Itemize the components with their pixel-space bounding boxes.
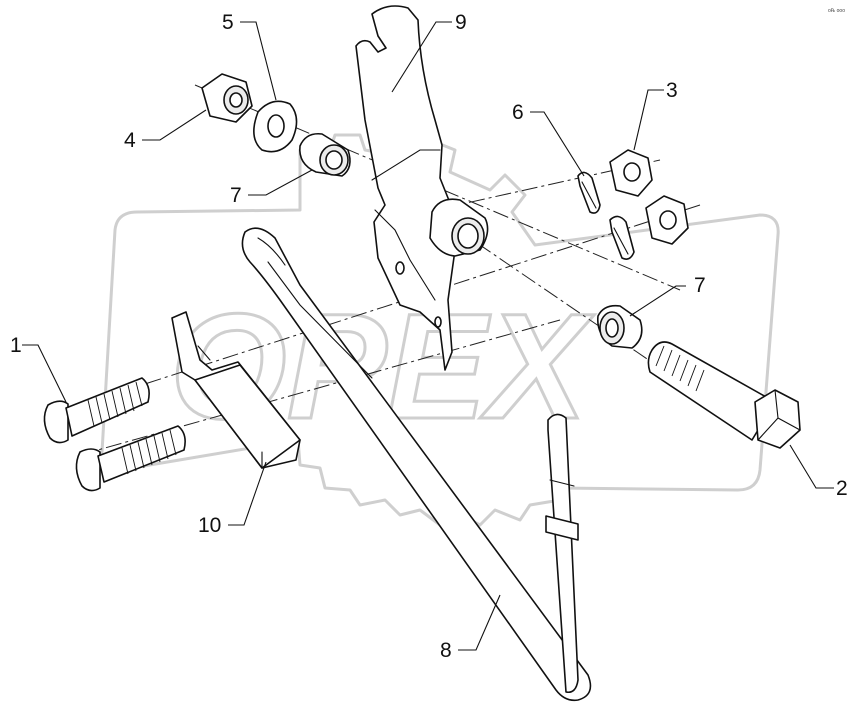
leader-9 bbox=[391, 21, 452, 93]
washer-6-upper-body bbox=[577, 171, 601, 214]
leader-2 bbox=[789, 444, 834, 489]
bracket-sleeve-bore bbox=[457, 223, 479, 249]
bolt-upper-threads bbox=[87, 381, 143, 427]
callout-9: 9 bbox=[455, 11, 467, 34]
callout-3: 3 bbox=[666, 79, 678, 102]
part-4-lock-nut bbox=[201, 73, 253, 123]
bolt-upper-shank bbox=[65, 377, 150, 437]
washer-5-hole bbox=[267, 114, 285, 138]
bracket-hole-lower bbox=[434, 316, 442, 328]
plate-front-face bbox=[194, 364, 301, 469]
leader-5 bbox=[240, 21, 277, 101]
hex-bolt-head-edges bbox=[757, 389, 801, 441]
part-10-plate bbox=[171, 311, 301, 469]
washer-6-lower-body bbox=[609, 215, 635, 260]
plate-slot-line bbox=[197, 345, 211, 361]
rod-long-arm bbox=[241, 227, 592, 702]
bracket-edge-line bbox=[371, 149, 441, 181]
part-3-hex-nut-upper bbox=[609, 149, 653, 197]
corner-code: o℞ ooo bbox=[828, 8, 845, 14]
callout-2: 2 bbox=[836, 477, 848, 500]
part-9-bracket bbox=[355, 5, 489, 371]
bolt-lower-shank bbox=[97, 425, 186, 483]
leader-1 bbox=[22, 344, 67, 403]
rod-upright-line bbox=[549, 479, 575, 487]
rod-upright-arm bbox=[547, 413, 579, 694]
callout-7-upper: 7 bbox=[230, 184, 242, 207]
bracket-hole-upper bbox=[395, 261, 405, 275]
callout-7-lower: 7 bbox=[694, 274, 706, 297]
callout-4: 4 bbox=[124, 129, 136, 152]
part-5-washer bbox=[253, 100, 298, 153]
rod-inner-edge bbox=[267, 261, 373, 379]
part-2-hex-bolt bbox=[647, 341, 801, 449]
callout-8: 8 bbox=[440, 639, 452, 662]
leader-7a bbox=[248, 169, 313, 196]
callout-5: 5 bbox=[222, 11, 234, 34]
callout-6: 6 bbox=[512, 101, 524, 124]
part-8-rod bbox=[241, 227, 592, 702]
washer-6-upper-edge bbox=[581, 181, 597, 209]
callout-1: 1 bbox=[10, 334, 22, 357]
part-7-bushing-upper bbox=[299, 132, 351, 177]
part-1-carriage-bolt-lower bbox=[75, 425, 186, 492]
leader-10 bbox=[228, 461, 267, 526]
callout-labels: 1 2 3 4 5 6 7 7 8 9 10 bbox=[10, 11, 848, 662]
bushing-upper-bore bbox=[325, 150, 343, 170]
rod-upright-break-gap bbox=[545, 515, 579, 541]
nut-lower-bore bbox=[659, 210, 677, 230]
hex-bolt-threads bbox=[655, 345, 705, 392]
leader-4 bbox=[142, 109, 207, 141]
washer-6-lower-edge bbox=[613, 227, 629, 255]
part-6-washer-lower bbox=[609, 215, 635, 260]
bracket-fold-line bbox=[374, 209, 436, 301]
part-3-hex-nut-lower bbox=[645, 195, 689, 245]
part-6-washer-upper bbox=[577, 171, 601, 214]
leader-8 bbox=[458, 594, 501, 651]
leader-6 bbox=[530, 111, 585, 177]
callout-10: 10 bbox=[198, 514, 221, 537]
lock-nut-bore bbox=[229, 92, 243, 108]
watermark-gear-outline bbox=[100, 133, 780, 527]
bolt-lower-head bbox=[75, 448, 101, 492]
bolt-lower-threads bbox=[121, 429, 177, 475]
leader-3 bbox=[633, 89, 664, 151]
nut-upper-bore bbox=[623, 162, 641, 182]
rod-bend-line bbox=[257, 237, 286, 266]
bolt-upper-head bbox=[43, 400, 69, 444]
leader-7b bbox=[629, 285, 686, 317]
part-7-bushing-lower bbox=[596, 304, 643, 349]
leader-lines bbox=[22, 21, 834, 651]
hex-bolt-shank bbox=[647, 341, 776, 441]
part-1-carriage-bolt-upper bbox=[43, 377, 150, 444]
bushing-lower-bore bbox=[605, 318, 619, 338]
